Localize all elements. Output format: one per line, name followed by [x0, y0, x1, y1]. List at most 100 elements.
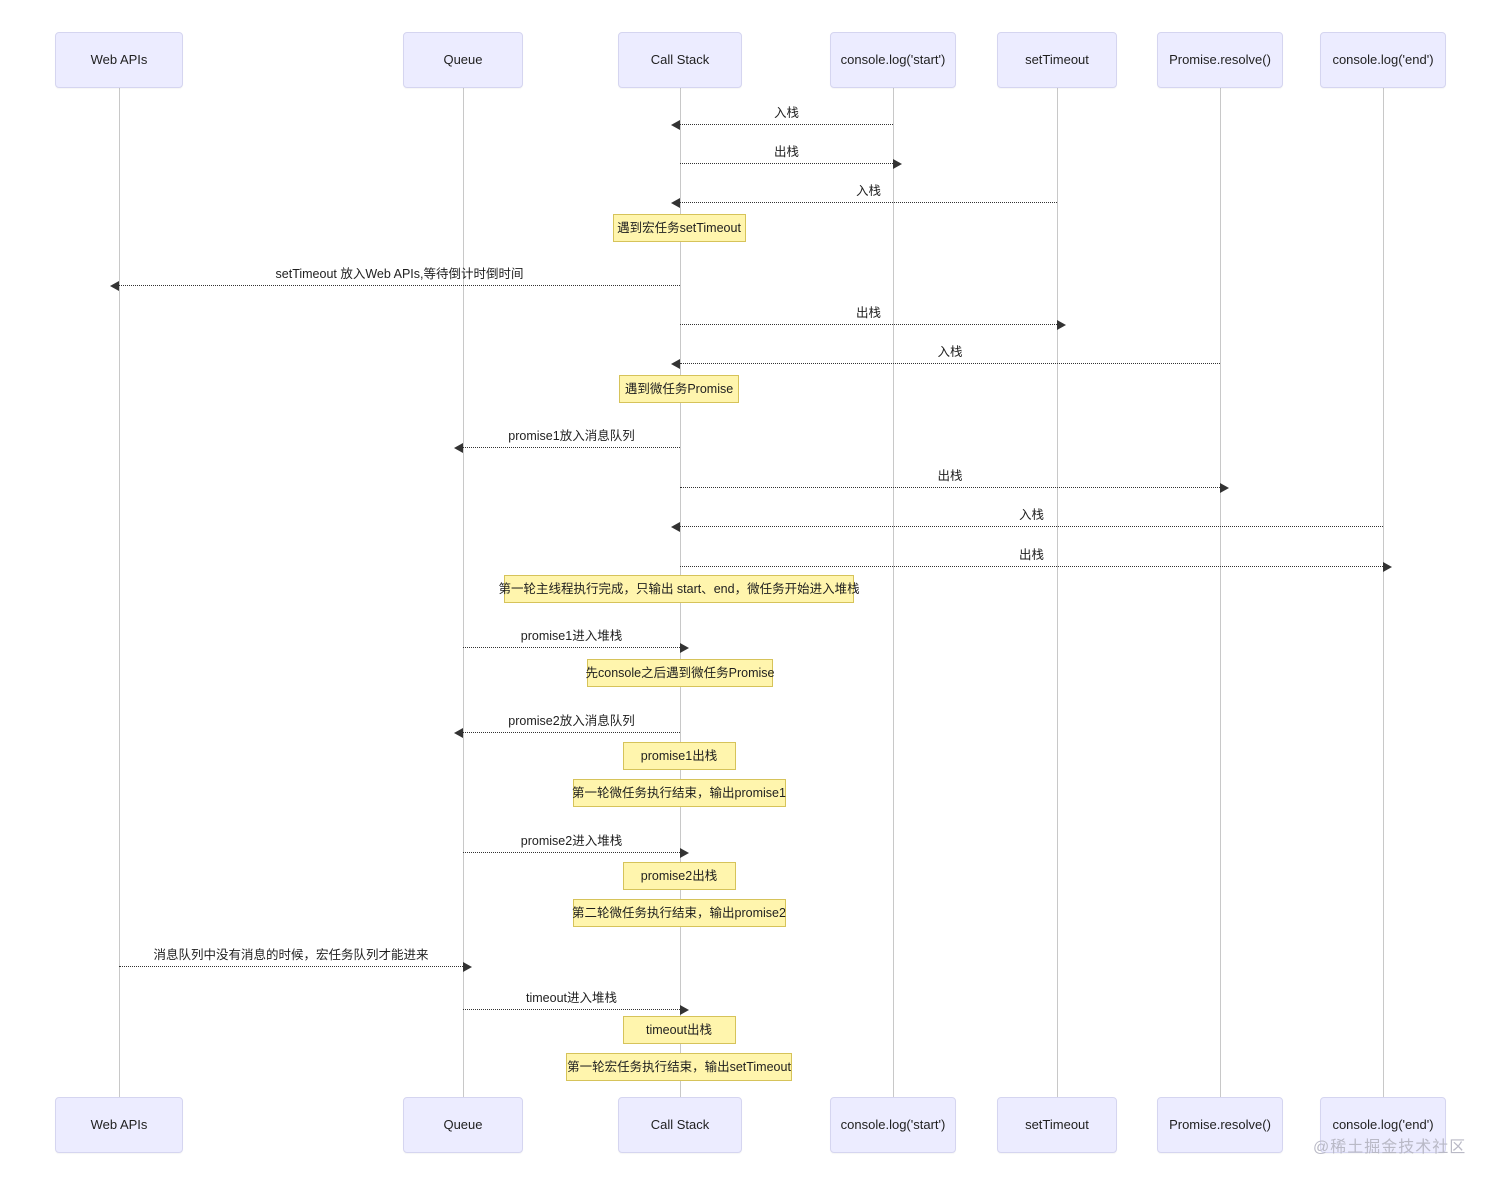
message-label: timeout进入堆栈 — [526, 991, 617, 1005]
lifeline-logstart — [893, 88, 894, 1097]
message-arrow — [671, 359, 1220, 369]
participant-label: Queue — [443, 52, 483, 68]
message-arrow — [463, 643, 689, 653]
message-label: promise1放入消息队列 — [508, 429, 635, 443]
participant-settimeout-bottom[interactable]: setTimeout — [997, 1097, 1117, 1153]
lifeline-webapis — [119, 88, 120, 1097]
participant-promise-top[interactable]: Promise.resolve() — [1157, 32, 1283, 88]
participant-label: Promise.resolve() — [1169, 1117, 1271, 1133]
lifeline-settimeout — [1057, 88, 1058, 1097]
message-arrow — [680, 483, 1229, 493]
message-arrow — [463, 1005, 689, 1015]
message-label: 出栈 — [937, 469, 963, 483]
message-label: 入栈 — [855, 184, 882, 198]
note-text: 遇到微任务Promise — [624, 381, 734, 396]
participant-logstart-top[interactable]: console.log('start') — [830, 32, 956, 88]
participant-queue-top[interactable]: Queue — [403, 32, 523, 88]
participant-promise-bottom[interactable]: Promise.resolve() — [1157, 1097, 1283, 1153]
message-arrow — [463, 848, 689, 858]
arrowhead-left-icon — [671, 120, 680, 130]
participant-label: console.log('end') — [1332, 1117, 1434, 1133]
note-box: promise1出栈 — [622, 742, 736, 770]
message-arrow — [680, 159, 902, 169]
message-arrow — [119, 962, 472, 972]
note-box: 第二轮微任务执行结束，输出promise2 — [572, 899, 786, 927]
participant-label: console.log('start') — [840, 1117, 946, 1133]
arrowhead-right-icon — [463, 962, 472, 972]
note-box: 先console之后遇到微任务Promise — [585, 659, 775, 687]
note-box: 遇到宏任务setTimeout — [612, 214, 746, 242]
participant-label: Call Stack — [650, 1117, 710, 1133]
arrowhead-left-icon — [671, 522, 680, 532]
note-text: 遇到宏任务setTimeout — [617, 220, 741, 235]
message-label: 入栈 — [1018, 508, 1045, 522]
lifeline-logend — [1383, 88, 1384, 1097]
participant-logend-top[interactable]: console.log('end') — [1320, 32, 1446, 88]
arrowhead-left-icon — [454, 443, 463, 453]
participant-label: setTimeout — [1025, 52, 1089, 68]
arrowhead-left-icon — [671, 198, 680, 208]
lifeline-queue — [463, 88, 464, 1097]
participant-label: console.log('start') — [840, 52, 946, 68]
arrowhead-left-icon — [110, 281, 119, 291]
note-text: 第二轮微任务执行结束，输出promise2 — [572, 905, 786, 920]
note-text: timeout出栈 — [646, 1022, 712, 1037]
participant-webapis-bottom[interactable]: Web APIs — [55, 1097, 183, 1153]
message-arrow — [671, 198, 1057, 208]
message-label: 出栈 — [773, 145, 800, 159]
message-label: promise1进入堆栈 — [520, 629, 623, 643]
message-arrow — [454, 443, 680, 453]
participant-queue-bottom[interactable]: Queue — [403, 1097, 523, 1153]
arrowhead-right-icon — [1220, 483, 1229, 493]
note-box: 第一轮主线程执行完成，只输出 start、end，微任务开始进入堆栈 — [498, 575, 860, 603]
message-arrow — [671, 120, 893, 130]
note-text: 先console之后遇到微任务Promise — [585, 665, 775, 680]
participant-callstack-bottom[interactable]: Call Stack — [618, 1097, 742, 1153]
note-text: promise1出栈 — [640, 748, 718, 763]
message-label: 出栈 — [855, 306, 882, 320]
message-label: promise2放入消息队列 — [508, 714, 635, 728]
note-box: timeout出栈 — [622, 1016, 736, 1044]
message-label: 入栈 — [773, 106, 800, 120]
arrowhead-right-icon — [680, 1005, 689, 1015]
note-text: promise2出栈 — [640, 868, 718, 883]
message-arrow — [454, 728, 680, 738]
participant-label: setTimeout — [1025, 1117, 1089, 1133]
participant-webapis-top[interactable]: Web APIs — [55, 32, 183, 88]
message-arrow — [680, 320, 1066, 330]
note-box: 遇到微任务Promise — [619, 375, 739, 403]
message-arrow — [110, 281, 680, 291]
participant-settimeout-top[interactable]: setTimeout — [997, 32, 1117, 88]
message-label: 入栈 — [937, 345, 963, 359]
arrowhead-right-icon — [893, 159, 902, 169]
arrowhead-left-icon — [454, 728, 463, 738]
message-label: 消息队列中没有消息的时候，宏任务队列才能进来 — [153, 948, 429, 962]
participant-label: Queue — [443, 1117, 483, 1133]
participant-logend-bottom[interactable]: console.log('end') — [1320, 1097, 1446, 1153]
note-text: 第一轮宏任务执行结束，输出setTimeout — [567, 1059, 791, 1074]
arrowhead-right-icon — [1383, 562, 1392, 572]
participant-label: Promise.resolve() — [1169, 52, 1271, 68]
note-text: 第一轮主线程执行完成，只输出 start、end，微任务开始进入堆栈 — [498, 581, 860, 596]
arrowhead-right-icon — [1057, 320, 1066, 330]
message-label: setTimeout 放入Web APIs,等待倒计时倒时间 — [275, 267, 524, 281]
participant-label: console.log('end') — [1332, 52, 1434, 68]
participant-label: Web APIs — [90, 1117, 148, 1133]
message-label: 出栈 — [1018, 548, 1045, 562]
message-arrow — [680, 562, 1392, 572]
note-box: promise2出栈 — [622, 862, 736, 890]
arrowhead-right-icon — [680, 848, 689, 858]
note-box: 第一轮微任务执行结束，输出promise1 — [572, 779, 786, 807]
note-text: 第一轮微任务执行结束，输出promise1 — [572, 785, 786, 800]
arrowhead-right-icon — [680, 643, 689, 653]
participant-label: Web APIs — [90, 52, 148, 68]
message-label: promise2进入堆栈 — [520, 834, 623, 848]
note-box: 第一轮宏任务执行结束，输出setTimeout — [566, 1053, 792, 1081]
message-arrow — [671, 522, 1383, 532]
participant-logstart-bottom[interactable]: console.log('start') — [830, 1097, 956, 1153]
participant-callstack-top[interactable]: Call Stack — [618, 32, 742, 88]
watermark: @稀土掘金技术社区 — [1313, 1139, 1467, 1156]
arrowhead-left-icon — [671, 359, 680, 369]
lifeline-promise — [1220, 88, 1221, 1097]
